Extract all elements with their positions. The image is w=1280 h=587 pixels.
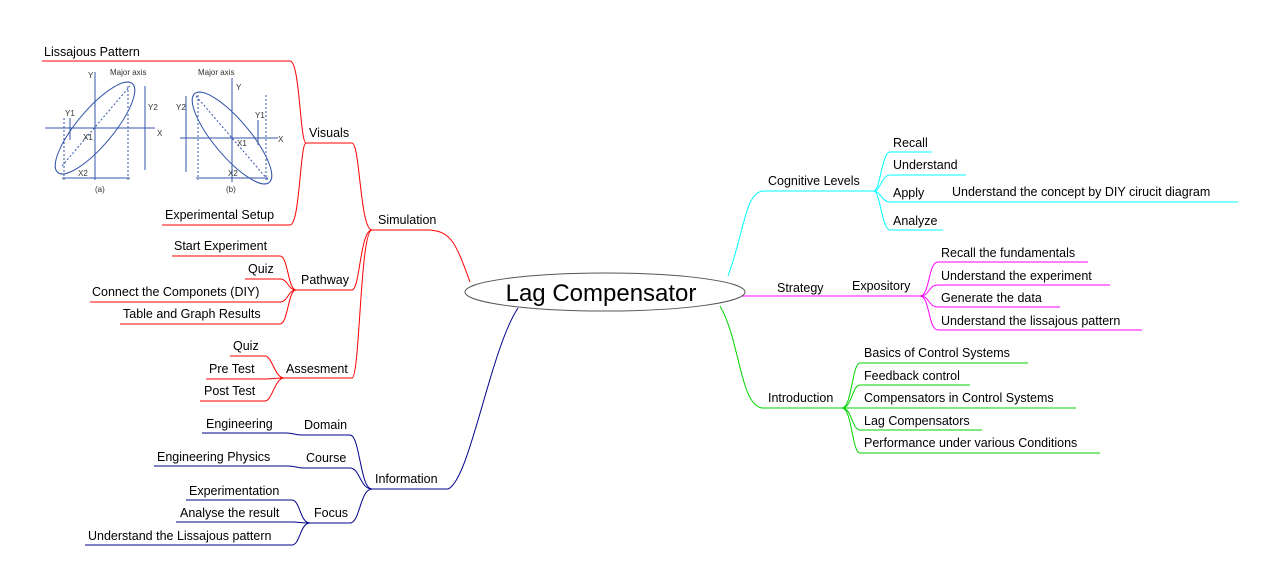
domain-item-engineering[interactable]: Engineering (206, 417, 273, 431)
visuals-node[interactable]: Visuals (309, 126, 349, 140)
intro-item-lag-compensators[interactable]: Lag Compensators (864, 414, 970, 428)
central-topic: Lag Compensator (506, 280, 697, 307)
simulation-labels: Simulation Visuals Lissajous Pattern Exp… (44, 45, 436, 398)
intro-item-basics[interactable]: Basics of Control Systems (864, 346, 1010, 360)
expository-item-recall[interactable]: Recall the fundamentals (941, 246, 1075, 260)
intro-item-compensators[interactable]: Compensators in Control Systems (864, 391, 1054, 405)
visuals-item-lissajous-pattern[interactable]: Lissajous Pattern (44, 45, 140, 59)
strategy-labels: Strategy Expository Recall the fundament… (777, 246, 1120, 328)
cognitive-labels: Cognitive Levels Recall Understand Apply… (768, 136, 1210, 228)
expository-node[interactable]: Expository (852, 279, 911, 293)
strategy-node[interactable]: Strategy (777, 281, 824, 295)
assessment-node[interactable]: Assesment (286, 362, 348, 376)
cognitive-item-recall[interactable]: Recall (893, 136, 928, 150)
intro-item-performance[interactable]: Performance under various Conditions (864, 436, 1077, 450)
introduction-node[interactable]: Introduction (768, 391, 833, 405)
introduction-labels: Introduction Basics of Control Systems F… (768, 346, 1077, 450)
pathway-item-connect-components[interactable]: Connect the Componets (DIY) (92, 285, 259, 299)
lissajous-figure-labels: Y Major axis Y2 Y1 X1 X X2 (a) Major axi… (65, 68, 284, 194)
pathway-item-table-graph[interactable]: Table and Graph Results (123, 307, 261, 321)
information-labels: Information Domain Engineering Course En… (88, 417, 438, 543)
information-branch (85, 307, 519, 546)
course-item-engineering-physics[interactable]: Engineering Physics (157, 450, 270, 464)
introduction-branch (719, 305, 1100, 454)
apply-child-diy[interactable]: Understand the concept by DIY cirucit di… (952, 185, 1210, 199)
strategy-branch (742, 261, 1142, 331)
focus-item-analyse-result[interactable]: Analyse the result (180, 506, 280, 520)
simulation-node[interactable]: Simulation (378, 213, 436, 227)
pathway-item-start-experiment[interactable]: Start Experiment (174, 239, 268, 253)
course-node[interactable]: Course (306, 451, 346, 465)
simulation-branch (42, 60, 471, 402)
fig-a-major-axis: Major axis (110, 68, 146, 77)
fig-b-caption: (b) (226, 185, 236, 194)
fig-a-caption: (a) (95, 185, 105, 194)
assessment-item-post-test[interactable]: Post Test (204, 384, 256, 398)
central-node[interactable]: Lag Compensator (464, 272, 746, 312)
fig-a-y1: Y1 (65, 109, 75, 118)
fig-b-x1: X1 (237, 139, 247, 148)
assessment-item-pre-test[interactable]: Pre Test (209, 362, 255, 376)
fig-b-y-axis: Y (236, 83, 242, 92)
fig-a-y-axis: Y (88, 71, 94, 80)
lissajous-figure (45, 72, 278, 185)
expository-item-understand-experiment[interactable]: Understand the experiment (941, 269, 1092, 283)
assessment-item-quiz[interactable]: Quiz (233, 339, 259, 353)
fig-b-x-axis: X (278, 135, 284, 144)
expository-item-generate-data[interactable]: Generate the data (941, 291, 1042, 305)
pathway-item-quiz[interactable]: Quiz (248, 262, 274, 276)
fig-b-major-axis: Major axis (198, 68, 234, 77)
cognitive-item-analyze[interactable]: Analyze (893, 214, 938, 228)
domain-node[interactable]: Domain (304, 418, 347, 432)
fig-b-y1: Y1 (255, 111, 265, 120)
visuals-item-experimental-setup[interactable]: Experimental Setup (165, 208, 274, 222)
focus-item-experimentation[interactable]: Experimentation (189, 484, 279, 498)
fig-a-x1: X1 (83, 133, 93, 142)
focus-node[interactable]: Focus (314, 506, 348, 520)
cognitive-levels-node[interactable]: Cognitive Levels (768, 174, 860, 188)
cognitive-branch (727, 151, 1238, 277)
intro-item-feedback[interactable]: Feedback control (864, 369, 960, 383)
cognitive-item-understand[interactable]: Understand (893, 158, 958, 172)
fig-a-x-axis: X (157, 129, 163, 138)
pathway-node[interactable]: Pathway (301, 273, 350, 287)
cognitive-item-apply[interactable]: Apply (893, 186, 925, 200)
fig-b-x2: X2 (228, 169, 238, 178)
fig-a-y2: Y2 (148, 103, 158, 112)
focus-item-understand-lissajous[interactable]: Understand the Lissajous pattern (88, 529, 271, 543)
expository-item-understand-lissajous[interactable]: Understand the lissajous pattern (941, 314, 1120, 328)
fig-b-y2: Y2 (176, 103, 186, 112)
information-node[interactable]: Information (375, 472, 438, 486)
fig-a-x2: X2 (78, 169, 88, 178)
